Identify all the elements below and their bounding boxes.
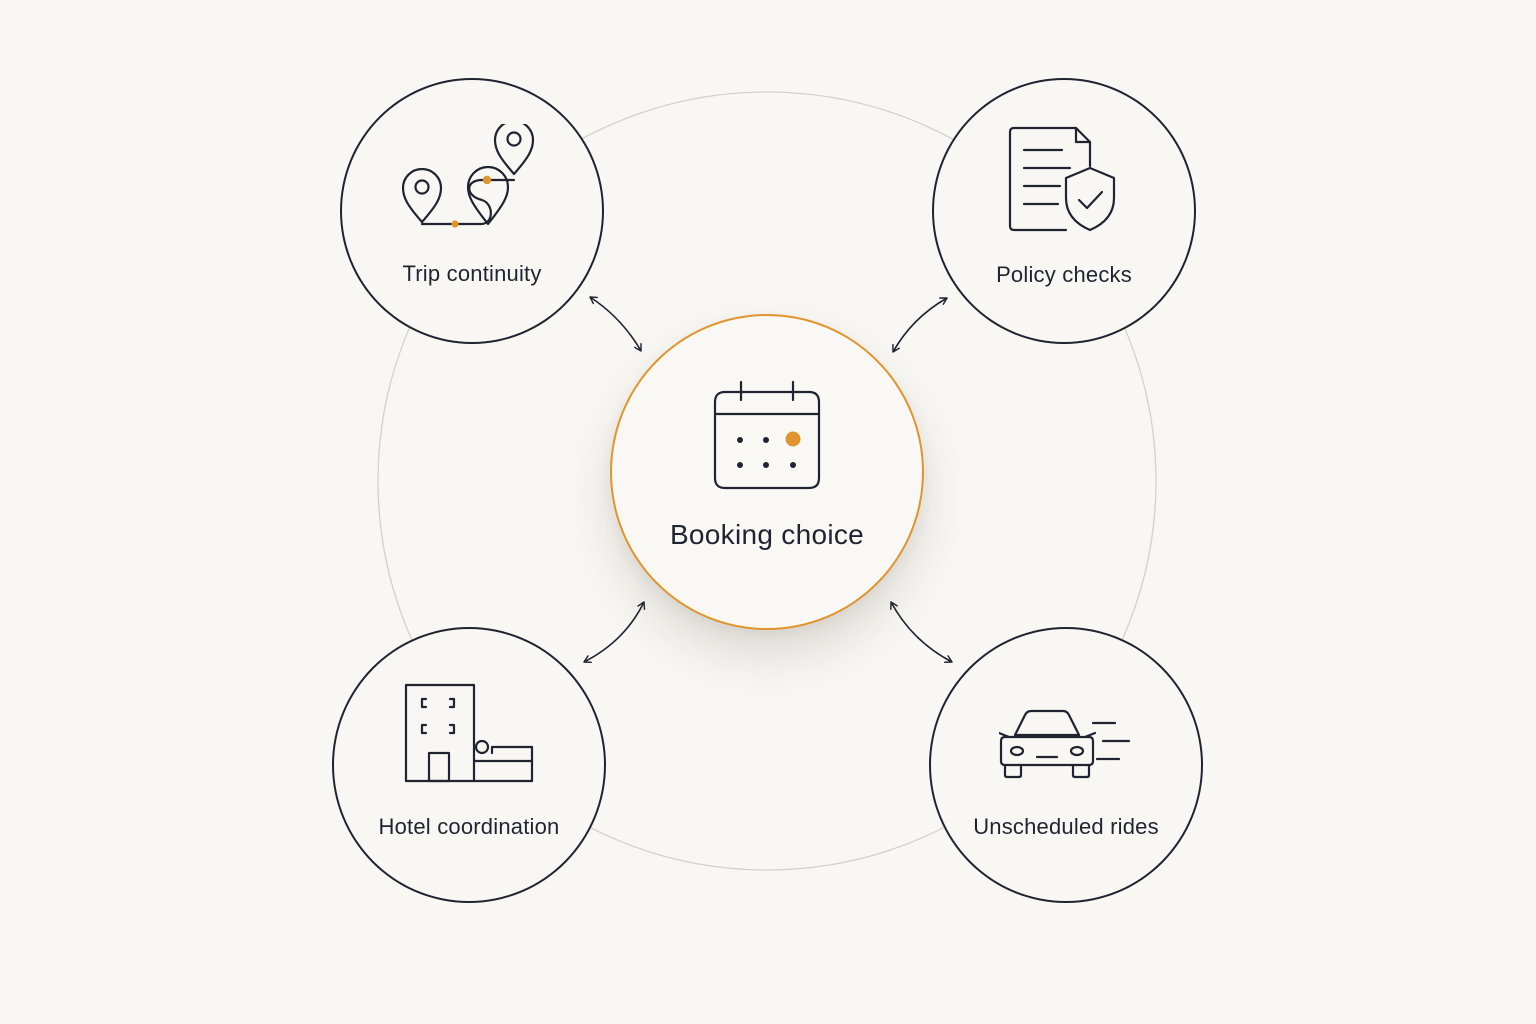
node-trip-continuity: Trip continuity [340, 78, 604, 344]
document-shield-icon [1008, 126, 1116, 232]
orbit-ring [377, 91, 1157, 871]
arrow-center-rides [890, 601, 953, 663]
calendar-icon [713, 380, 821, 490]
arrow-center-policy [892, 297, 948, 353]
car-speed-icon [999, 709, 1131, 779]
center-label: Booking choice [669, 519, 865, 550]
node-hotel-coordination: Hotel coordination [332, 627, 606, 903]
node-label: Policy checks [996, 262, 1132, 287]
node-label: Hotel coordination [378, 814, 560, 839]
node-booking-choice: Booking choice [610, 314, 924, 630]
node-label: Trip continuity [402, 261, 542, 286]
hotel-bed-icon [404, 683, 534, 783]
node-label: Unscheduled rides [973, 814, 1159, 839]
node-policy-checks: Policy checks [932, 78, 1196, 344]
arrow-center-trip [589, 296, 642, 352]
node-unscheduled-rides: Unscheduled rides [929, 627, 1203, 903]
route-pins-icon [402, 124, 535, 228]
arrow-center-hotel [583, 601, 646, 664]
